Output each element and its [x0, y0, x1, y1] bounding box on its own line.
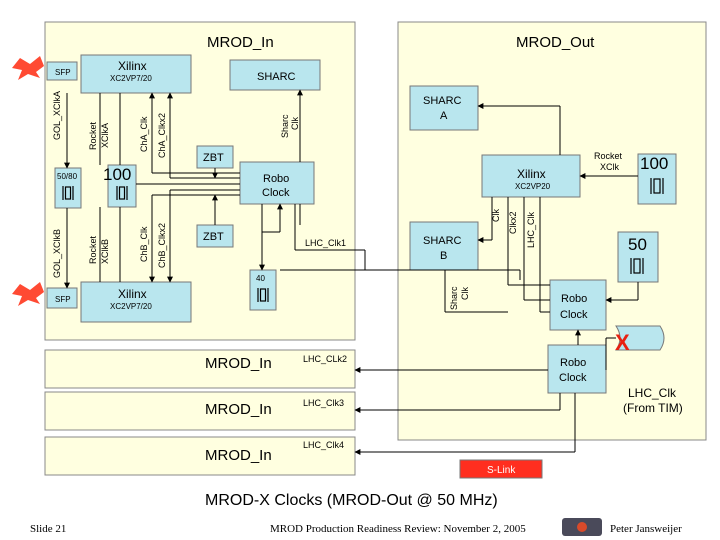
robo-clock-out2-line2: Clock: [559, 372, 587, 384]
sfp-bottom-label: SFP: [55, 295, 71, 304]
crystal-50-block: [617, 231, 659, 283]
lhc-clk-vlabel: LHC_Clk: [526, 211, 536, 248]
crystal-100-in-label: 100: [103, 165, 131, 184]
crystal-100-in-block: [107, 164, 137, 208]
gol-xclka-label: GOL_XClkA: [52, 91, 62, 140]
sharc-clk-out-line2: Clk: [460, 287, 470, 300]
robo-clock-in-block: [239, 161, 315, 205]
mrod-in-row-3-label: MROD_In: [205, 447, 272, 464]
robo-clock-in-line2: Clock: [262, 187, 290, 199]
robo-clock-out2-block: [547, 344, 607, 394]
slink-label: S-Link: [487, 465, 516, 476]
robo-clock-out2-line1: Robo: [560, 357, 586, 369]
cross-mark: X: [615, 330, 630, 355]
sharc-in-label: SHARC: [257, 71, 296, 83]
crystal-100-out-label: 100: [640, 154, 668, 173]
robo-clock-out1-line1: Robo: [561, 293, 587, 305]
xilinx-out-name: Xilinx: [517, 167, 546, 181]
sharc-a-block: [409, 85, 479, 131]
crystal-50-icon: [630, 258, 644, 274]
sharc-b-line2: B: [440, 250, 447, 262]
crystal-40-icon: [257, 288, 269, 302]
mrod-in-row-1-label: MROD_In: [205, 355, 272, 372]
crystal-50-label: 50: [628, 235, 647, 254]
xilinx-out-block: [481, 154, 581, 198]
rocket-xclkb-line1: Rocket: [88, 235, 98, 264]
crystal-100-in-icon: [116, 186, 128, 200]
rocket-icon-top: [12, 56, 44, 80]
lhc-clk1-label: LHC_Clk1: [305, 238, 346, 248]
xilinx-bottom-block: [80, 281, 192, 323]
sfp-top-label: SFP: [55, 68, 71, 77]
mrod-out-wires: [280, 103, 639, 455]
mrod-in-row-1-panel: [44, 349, 356, 389]
lhc-tim-connector: [615, 325, 665, 351]
sharc-a-line2: A: [440, 110, 448, 122]
rocket-xclka-line1: Rocket: [88, 121, 98, 150]
crystal-5080-icon: [62, 186, 74, 200]
rocket-xclk-out-line2: XClk: [600, 162, 620, 172]
mrod-in-row-3-panel: [44, 436, 356, 476]
lhc-clk2-label: LHC_CLk2: [303, 354, 347, 364]
slink-block: [459, 459, 543, 479]
clkx2-label: Clkx2: [508, 211, 518, 234]
main-title: MROD-X Clocks (MROD-Out @ 50 MHz): [205, 492, 498, 509]
zbt-bottom-label: ZBT: [203, 231, 224, 243]
robo-clock-out1-block: [549, 279, 607, 331]
nikhef-logo-icon: [562, 518, 602, 536]
rocket-xclk-out-line1: Rocket: [594, 151, 623, 161]
rocket-xclkb-line2: XClkB: [100, 239, 110, 264]
xilinx-out-part: XC2VP20: [515, 182, 551, 191]
rocket-icon-bottom: [12, 282, 44, 306]
rocket-xclka-line2: XClkA: [100, 123, 110, 148]
sharc-clk-in-line2: Clk: [290, 117, 300, 130]
sfp-top-block: [46, 61, 78, 81]
sharc-in-block: [229, 59, 321, 91]
mrod-in-row-2-panel: [44, 391, 356, 431]
footer-slide: Slide 21: [30, 523, 66, 535]
xilinx-top-block: [80, 54, 192, 94]
mrod-in-wires: [64, 89, 365, 289]
sharc-b-line1: SHARC: [423, 235, 462, 247]
xilinx-top-part: XC2VP7/20: [110, 74, 152, 83]
xilinx-bottom-name: Xilinx: [118, 287, 147, 301]
sharc-clk-in-line1: Sharc: [280, 114, 290, 138]
chb-clk-label: ChB_Clk: [139, 226, 149, 262]
robo-clock-out1-line2: Clock: [560, 309, 588, 321]
sharc-clk-out-line1: Sharc: [449, 286, 459, 310]
footer-review: MROD Production Readiness Review: Novemb…: [270, 523, 526, 535]
xilinx-bottom-part: XC2VP7/20: [110, 302, 152, 311]
sharc-b-block: [409, 221, 479, 271]
mrod-in-row-2-label: MROD_In: [205, 401, 272, 418]
lhc-clk4-label: LHC_Clk4: [303, 440, 344, 450]
robo-clock-in-line1: Robo: [263, 173, 289, 185]
mrod-in-title: MROD_In: [207, 34, 274, 51]
xilinx-top-name: Xilinx: [118, 59, 147, 73]
crystal-40-label: 40: [256, 274, 265, 283]
chb-clkx2-label: ChB_Clkx2: [157, 223, 167, 268]
cha-clk-label: ChA_Clk: [139, 116, 149, 152]
clk-label: Clk: [491, 209, 501, 222]
lhc-clk3-label: LHC_Clk3: [303, 398, 344, 408]
sharc-a-line1: SHARC: [423, 95, 462, 107]
zbt-top-label: ZBT: [203, 152, 224, 164]
gol-xclkb-label: GOL_XClkB: [52, 229, 62, 278]
footer-author: Peter Jansweijer: [610, 523, 682, 535]
lhc-tim-line1: LHC_Clk: [628, 386, 677, 400]
crystal-40-block: [249, 269, 277, 311]
lhc-tim-line2: (From TIM): [623, 401, 683, 415]
sfp-bottom-block: [46, 287, 78, 309]
cha-clkx2-label: ChA_Clkx2: [157, 113, 167, 158]
crystal-5080-block: [54, 167, 82, 209]
crystal-5080-label: 50/80: [57, 172, 78, 181]
mrod-out-title: MROD_Out: [516, 34, 595, 51]
crystal-100-out-icon: [650, 178, 664, 194]
